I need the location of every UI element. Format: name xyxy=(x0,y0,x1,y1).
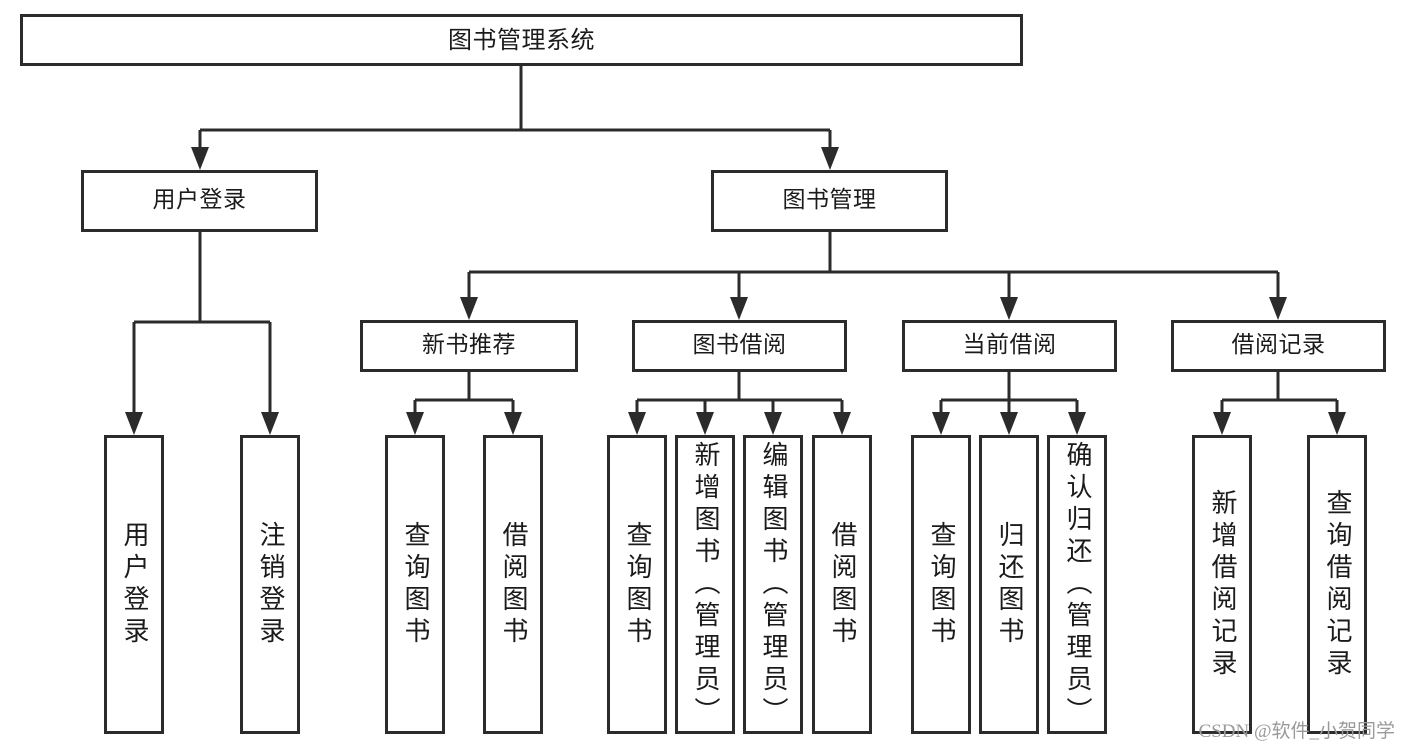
arrowhead-leaf-borrow-book-1 xyxy=(504,412,522,435)
arrowhead-leaf-query-record xyxy=(1328,412,1346,435)
arrowhead-borrow-record xyxy=(1269,297,1287,320)
arrowhead-book-manage xyxy=(821,147,839,170)
node-leaf-query-record-label: 查询借阅记录 xyxy=(1322,488,1352,681)
node-leaf-add-book[interactable]: 新增图书（管理员） xyxy=(675,435,735,734)
arrowhead-leaf-query-book-3 xyxy=(932,412,950,435)
node-leaf-query-book-2[interactable]: 查询图书 xyxy=(607,435,667,734)
node-leaf-borrow-book-2-label: 借阅图书 xyxy=(827,520,857,649)
arrowhead-leaf-return-book xyxy=(1000,412,1018,435)
node-root-label: 图书管理系统 xyxy=(448,25,595,54)
node-leaf-query-book-3[interactable]: 查询图书 xyxy=(911,435,971,734)
node-root[interactable]: 图书管理系统 xyxy=(20,14,1023,66)
node-new-book-recommend-label: 新书推荐 xyxy=(422,332,516,359)
node-leaf-query-record[interactable]: 查询借阅记录 xyxy=(1307,435,1367,734)
arrowhead-leaf-add-record xyxy=(1213,412,1231,435)
arrowhead-leaf-query-book-2 xyxy=(628,412,646,435)
node-leaf-query-book-1-label: 查询图书 xyxy=(400,520,430,649)
node-book-borrow-label: 图书借阅 xyxy=(692,332,787,359)
arrowhead-user-login xyxy=(191,147,209,170)
arrowhead-leaf-confirm-return xyxy=(1068,412,1086,435)
arrowhead-new-book-recommend xyxy=(460,297,478,320)
node-book-borrow[interactable]: 图书借阅 xyxy=(632,320,847,372)
node-leaf-confirm-return[interactable]: 确认归还（管理员） xyxy=(1047,435,1107,734)
arrowhead-leaf-add-book xyxy=(696,412,714,435)
node-leaf-query-book-1[interactable]: 查询图书 xyxy=(385,435,445,734)
arrowhead-leaf-query-book-1 xyxy=(406,412,424,435)
arrowhead-current-borrow xyxy=(1000,297,1018,320)
node-user-login-label: 用户登录 xyxy=(152,187,247,214)
node-leaf-logout-login-label: 注销登录 xyxy=(255,520,285,649)
node-book-manage-label: 图书管理 xyxy=(782,187,877,214)
arrowhead-leaf-logout-login xyxy=(261,412,279,435)
node-leaf-borrow-book-1[interactable]: 借阅图书 xyxy=(483,435,543,734)
node-leaf-add-record[interactable]: 新增借阅记录 xyxy=(1192,435,1252,734)
arrowhead-book-borrow xyxy=(730,297,748,320)
node-leaf-edit-book-label: 编辑图书（管理员） xyxy=(758,440,788,729)
node-leaf-user-login[interactable]: 用户登录 xyxy=(104,435,164,734)
node-leaf-query-book-2-label: 查询图书 xyxy=(622,520,652,649)
node-new-book-recommend[interactable]: 新书推荐 xyxy=(360,320,578,372)
node-leaf-confirm-return-label: 确认归还（管理员） xyxy=(1062,440,1092,729)
node-leaf-edit-book[interactable]: 编辑图书（管理员） xyxy=(743,435,803,734)
node-leaf-add-record-label: 新增借阅记录 xyxy=(1207,488,1237,681)
arrowhead-leaf-edit-book xyxy=(764,412,782,435)
node-leaf-return-book[interactable]: 归还图书 xyxy=(979,435,1039,734)
node-book-manage[interactable]: 图书管理 xyxy=(711,170,948,232)
arrowhead-leaf-user-login xyxy=(125,412,143,435)
node-leaf-borrow-book-2[interactable]: 借阅图书 xyxy=(812,435,872,734)
node-borrow-record[interactable]: 借阅记录 xyxy=(1171,320,1386,372)
node-leaf-logout-login[interactable]: 注销登录 xyxy=(240,435,300,734)
node-leaf-add-book-label: 新增图书（管理员） xyxy=(690,440,720,729)
node-current-borrow-label: 当前借阅 xyxy=(962,332,1057,359)
node-leaf-query-book-3-label: 查询图书 xyxy=(926,520,956,649)
node-leaf-return-book-label: 归还图书 xyxy=(994,520,1024,649)
node-leaf-borrow-book-1-label: 借阅图书 xyxy=(498,520,528,649)
node-user-login[interactable]: 用户登录 xyxy=(81,170,318,232)
node-current-borrow[interactable]: 当前借阅 xyxy=(902,320,1117,372)
arrowhead-leaf-borrow-book-2 xyxy=(833,412,851,435)
csdn-watermark: CSDN @软件_小贺同学 xyxy=(1198,721,1395,742)
node-borrow-record-label: 借阅记录 xyxy=(1231,332,1326,359)
node-leaf-user-login-label: 用户登录 xyxy=(119,520,149,649)
